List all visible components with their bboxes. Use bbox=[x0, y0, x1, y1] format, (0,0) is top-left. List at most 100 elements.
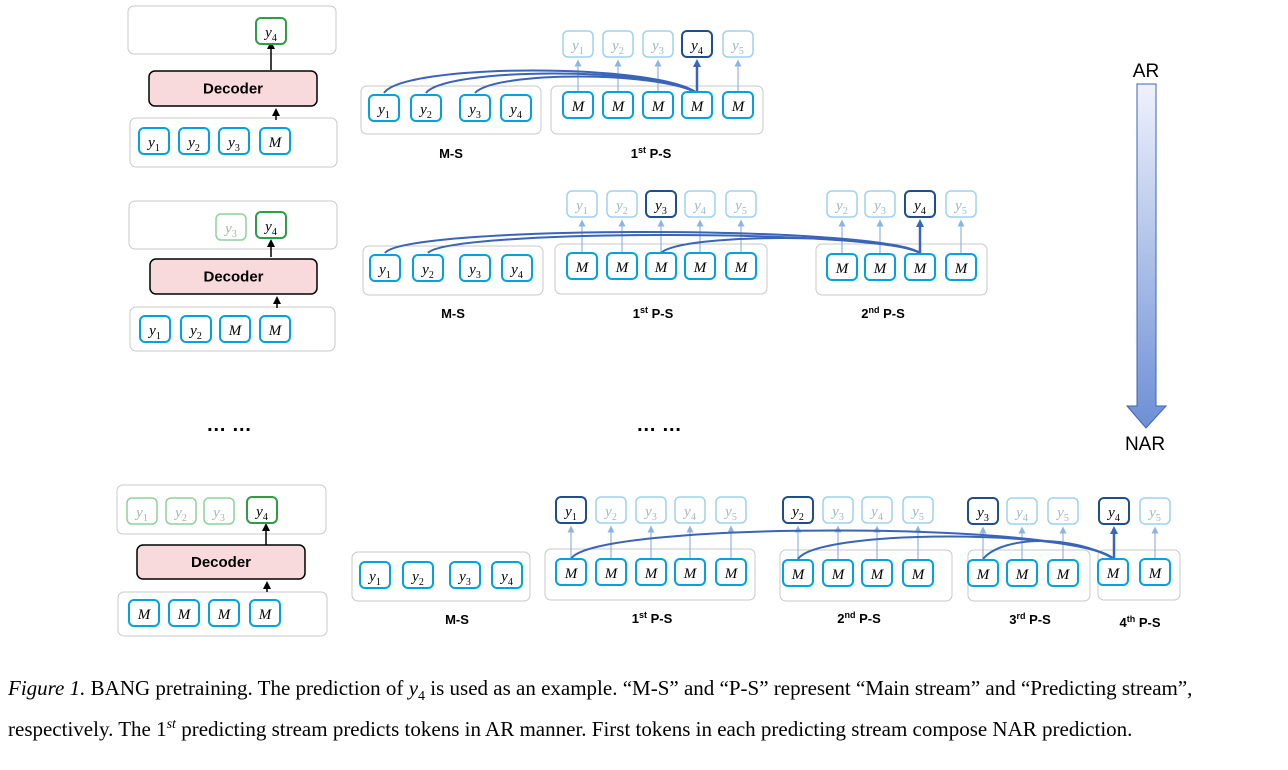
svg-text:y2: y2 bbox=[418, 102, 432, 121]
row1-label-ps1: 1st P-S bbox=[631, 145, 672, 161]
svg-text:M: M bbox=[217, 607, 232, 623]
row3-ps2-out-1: y2 bbox=[782, 496, 814, 524]
row1-decoder: Decoder bbox=[148, 70, 318, 107]
svg-text:y1: y1 bbox=[146, 135, 160, 154]
row3-label-ms: M-S bbox=[445, 612, 469, 627]
row2-ps2-mask-2: M bbox=[864, 253, 896, 281]
row3-ps3-out-3: y5 bbox=[1047, 497, 1079, 525]
row3-ps1-mask-2: M bbox=[595, 558, 627, 586]
row3-ps1-mask-1: M bbox=[555, 558, 587, 586]
svg-text:y4: y4 bbox=[263, 25, 277, 44]
row2-ps2-mask-4: M bbox=[945, 253, 977, 281]
svg-text:y3: y3 bbox=[650, 38, 664, 57]
svg-text:M: M bbox=[654, 260, 669, 276]
svg-text:M: M bbox=[734, 260, 749, 276]
svg-text:y5: y5 bbox=[910, 504, 924, 523]
svg-text:M: M bbox=[683, 566, 698, 582]
svg-text:y2: y2 bbox=[610, 38, 624, 57]
caption-math-1: 1 bbox=[156, 717, 167, 742]
svg-text:y2: y2 bbox=[834, 198, 848, 217]
row3-label-ps4: 4th P-S bbox=[1119, 614, 1160, 630]
row2-ps2-mask-1: M bbox=[826, 253, 858, 281]
svg-text:y3: y3 bbox=[457, 569, 471, 588]
row3-ps1-out-1: y1 bbox=[555, 496, 587, 524]
row1-ps1-out-3: y3 bbox=[642, 30, 674, 58]
row2-ps1-out-2: y2 bbox=[606, 190, 638, 218]
svg-text:y4: y4 bbox=[263, 219, 277, 238]
svg-text:M: M bbox=[615, 260, 630, 276]
row1-ps1-mask-2: M bbox=[602, 91, 634, 119]
row3-output-faded-3: y3 bbox=[203, 497, 235, 525]
row3-output-faded-1: y1 bbox=[126, 497, 158, 525]
row2-ms-token-4: y4 bbox=[501, 254, 533, 282]
svg-text:y4: y4 bbox=[1014, 505, 1028, 524]
row1-ps1-out-1: y1 bbox=[562, 30, 594, 58]
caption-text-2: is used as an example. “M-S” and “P-S” r… bbox=[8, 676, 1193, 742]
svg-text:y4: y4 bbox=[689, 38, 703, 57]
ellipsis-right: … … bbox=[636, 414, 682, 436]
svg-text:M: M bbox=[571, 99, 586, 115]
svg-text:M: M bbox=[831, 567, 846, 583]
row3-ps3-mask-1: M bbox=[967, 559, 999, 587]
svg-text:y1: y1 bbox=[563, 504, 577, 523]
row2-output-y3: y3 bbox=[215, 213, 247, 241]
ellipsis-left: … … bbox=[206, 414, 252, 436]
caption-figure-label: Figure 1. bbox=[8, 676, 86, 700]
row2-output-y4: y4 bbox=[255, 211, 287, 239]
svg-text:M: M bbox=[911, 567, 926, 583]
row1-arc-y3 bbox=[474, 75, 698, 94]
row3-ms-token-1: y1 bbox=[359, 561, 391, 589]
svg-text:M: M bbox=[604, 566, 619, 582]
row2-ps2-out-4: y5 bbox=[945, 190, 977, 218]
row3-ms-token-2: y2 bbox=[402, 561, 434, 589]
row2-ps1-out-4: y4 bbox=[684, 190, 716, 218]
svg-text:y3: y3 bbox=[975, 505, 989, 524]
row2-ps1-out-1: y1 bbox=[566, 190, 598, 218]
row3-ps1-mask-3: M bbox=[635, 558, 667, 586]
row3-ps3-out-2: y4 bbox=[1006, 497, 1038, 525]
svg-text:y1: y1 bbox=[574, 198, 588, 217]
row3-ps4-out-1: y4 bbox=[1098, 497, 1130, 525]
row1-input-token-3: y3 bbox=[218, 127, 250, 155]
row3-ps4-mask-2: M bbox=[1139, 558, 1171, 586]
svg-text:y2: y2 bbox=[188, 323, 202, 342]
svg-text:M: M bbox=[835, 261, 850, 277]
svg-text:y2: y2 bbox=[603, 504, 617, 523]
svg-text:M: M bbox=[575, 260, 590, 276]
svg-text:y3: y3 bbox=[467, 102, 481, 121]
svg-text:y3: y3 bbox=[467, 262, 481, 281]
row2-label-ps2: 2nd P-S bbox=[861, 305, 905, 321]
row2-ps1-mask-2: M bbox=[606, 252, 638, 280]
svg-text:y5: y5 bbox=[723, 504, 737, 523]
svg-text:y1: y1 bbox=[377, 262, 391, 281]
row3-ps2-mask-1: M bbox=[782, 559, 814, 587]
svg-text:M: M bbox=[693, 260, 708, 276]
row2-ps1-out-3: y3 bbox=[645, 190, 677, 218]
row2-ps2-mask-3: M bbox=[904, 253, 936, 281]
svg-text:y3: y3 bbox=[872, 198, 886, 217]
row2-ps1-out-5: y5 bbox=[725, 190, 757, 218]
svg-text:M: M bbox=[913, 261, 928, 277]
caption-math-sub: 4 bbox=[418, 689, 426, 705]
row3-decoder: Decoder bbox=[136, 544, 306, 580]
svg-text:M: M bbox=[611, 99, 626, 115]
row3-ps3-out-1: y3 bbox=[967, 497, 999, 525]
svg-text:y4: y4 bbox=[508, 102, 522, 121]
svg-text:y4: y4 bbox=[912, 198, 926, 217]
row2-input-token-3: M bbox=[219, 315, 251, 343]
row3-ps4-mask-1: M bbox=[1097, 558, 1129, 586]
svg-text:M: M bbox=[870, 567, 885, 583]
row3-input-mask-3: M bbox=[208, 599, 240, 627]
row2-ps1-mask-3: M bbox=[645, 252, 677, 280]
row1-output-panel bbox=[127, 5, 337, 55]
svg-text:M: M bbox=[651, 99, 666, 115]
svg-text:M: M bbox=[268, 323, 283, 339]
row2-decoder: Decoder bbox=[149, 258, 318, 295]
svg-text:M: M bbox=[268, 135, 283, 151]
row2-ms-token-2: y2 bbox=[412, 254, 444, 282]
svg-text:y5: y5 bbox=[730, 38, 744, 57]
svg-text:M: M bbox=[228, 323, 243, 339]
row3-label-ps1: 1st P-S bbox=[632, 610, 673, 626]
svg-text:y2: y2 bbox=[173, 505, 187, 524]
